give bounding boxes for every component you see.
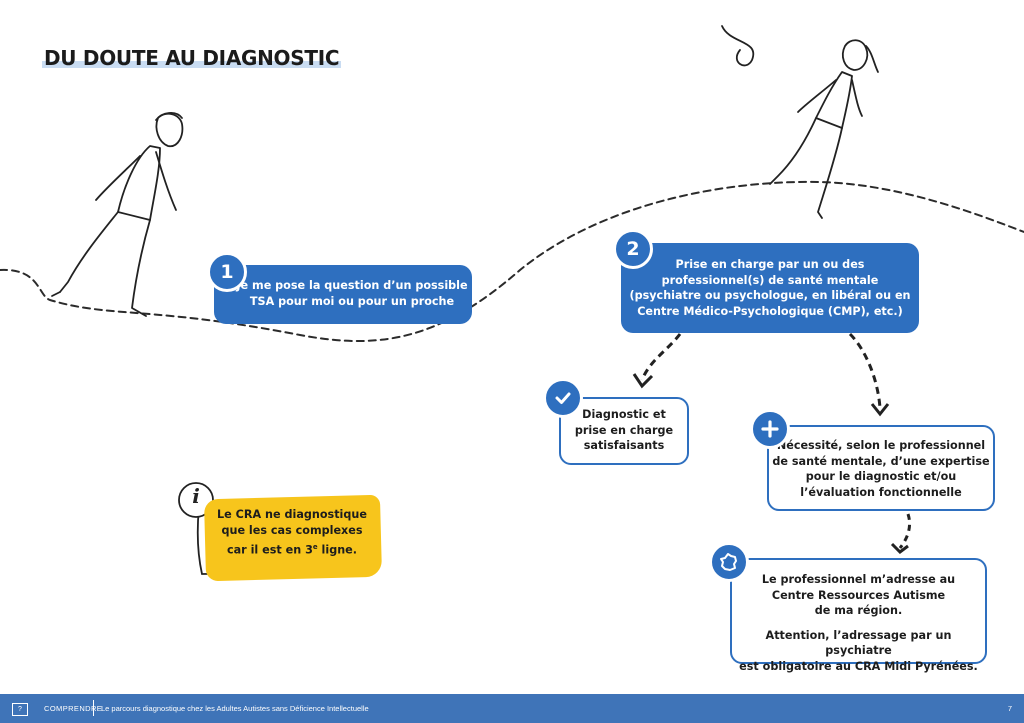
result-cra-note: Attention, l’adressage par un psychiatre xyxy=(765,628,952,658)
france-map-icon xyxy=(709,542,749,582)
result-cra-note: est obligatoire au CRA Midi Pyrénées. xyxy=(739,659,978,673)
info-line-text: ligne. xyxy=(317,543,357,557)
result-cra-line: Le professionnel m’adresse au xyxy=(761,573,956,586)
info-line: Le CRA ne diagnostique xyxy=(217,508,367,521)
result-cra-line: de ma région. xyxy=(814,604,903,617)
result-cra-box: Le professionnel m’adresse au Centre Res… xyxy=(730,558,987,673)
man-walking-icon xyxy=(51,112,184,317)
footer: ? COMPRENDRE Le parcours diagnostique ch… xyxy=(0,694,1024,723)
info-note: Le CRA ne diagnostique que les cas compl… xyxy=(212,507,372,559)
step-1-line: TSA pour moi ou pour un proche xyxy=(249,294,455,308)
step-2-line: Prise en charge par un ou des xyxy=(675,258,865,271)
arrow-to-plus xyxy=(848,332,882,409)
step-2-badge: 2 xyxy=(613,229,653,269)
info-line: que les cas complexes xyxy=(221,524,363,537)
step-2-box: Prise en charge par un ou des profession… xyxy=(621,243,919,333)
result-plus-line: de santé mentale, d’une expertise xyxy=(772,454,990,468)
footer-separator xyxy=(93,700,94,716)
result-ok-line: Diagnostic et xyxy=(582,408,666,421)
arrow-to-cra xyxy=(898,513,912,549)
result-ok-line: prise en charge xyxy=(574,423,674,437)
page-title: DU DOUTE AU DIAGNOSTIC xyxy=(42,46,342,70)
footer-subtitle: Le parcours diagnostique chez les Adulte… xyxy=(101,704,369,713)
info-superscript: e xyxy=(312,543,318,551)
info-line: car il est en 3e ligne. xyxy=(212,539,372,559)
page-number: 7 xyxy=(1007,704,1012,713)
result-cra-line: Centre Ressources Autisme xyxy=(771,588,946,602)
arrow-to-ok xyxy=(640,333,682,381)
result-plus-box: Nécessité, selon le professionnel de san… xyxy=(767,425,995,511)
result-plus-line: Nécessité, selon le professionnel xyxy=(776,439,986,452)
step-2-line: (psychiatre ou psychologue, en libéral o… xyxy=(629,289,911,302)
step-2-line: Centre Médico-Psychologique (CMP), etc.) xyxy=(637,304,903,318)
result-ok-line: satisfaisants xyxy=(583,439,665,452)
footer-section: COMPRENDRE xyxy=(44,704,103,713)
check-icon xyxy=(543,378,583,418)
step-1-badge: 1 xyxy=(207,252,247,292)
result-ok-box: Diagnostic et prise en charge satisfaisa… xyxy=(559,397,689,465)
step-1-line: Je me pose la question d’un possible xyxy=(236,279,468,292)
woman-walking-icon xyxy=(721,25,879,219)
info-line-text: car il est en 3 xyxy=(226,543,313,557)
info-icon-letter: i xyxy=(192,484,200,508)
plus-icon xyxy=(750,409,790,449)
footer-question-icon: ? xyxy=(12,703,28,716)
step-2-line: professionnel(s) de santé mentale xyxy=(661,273,879,287)
step-1-box: Je me pose la question d’un possible TSA… xyxy=(214,265,472,324)
result-plus-line: pour le diagnostic et/ou xyxy=(805,470,957,483)
result-plus-line: l’évaluation fonctionnelle xyxy=(800,485,962,499)
